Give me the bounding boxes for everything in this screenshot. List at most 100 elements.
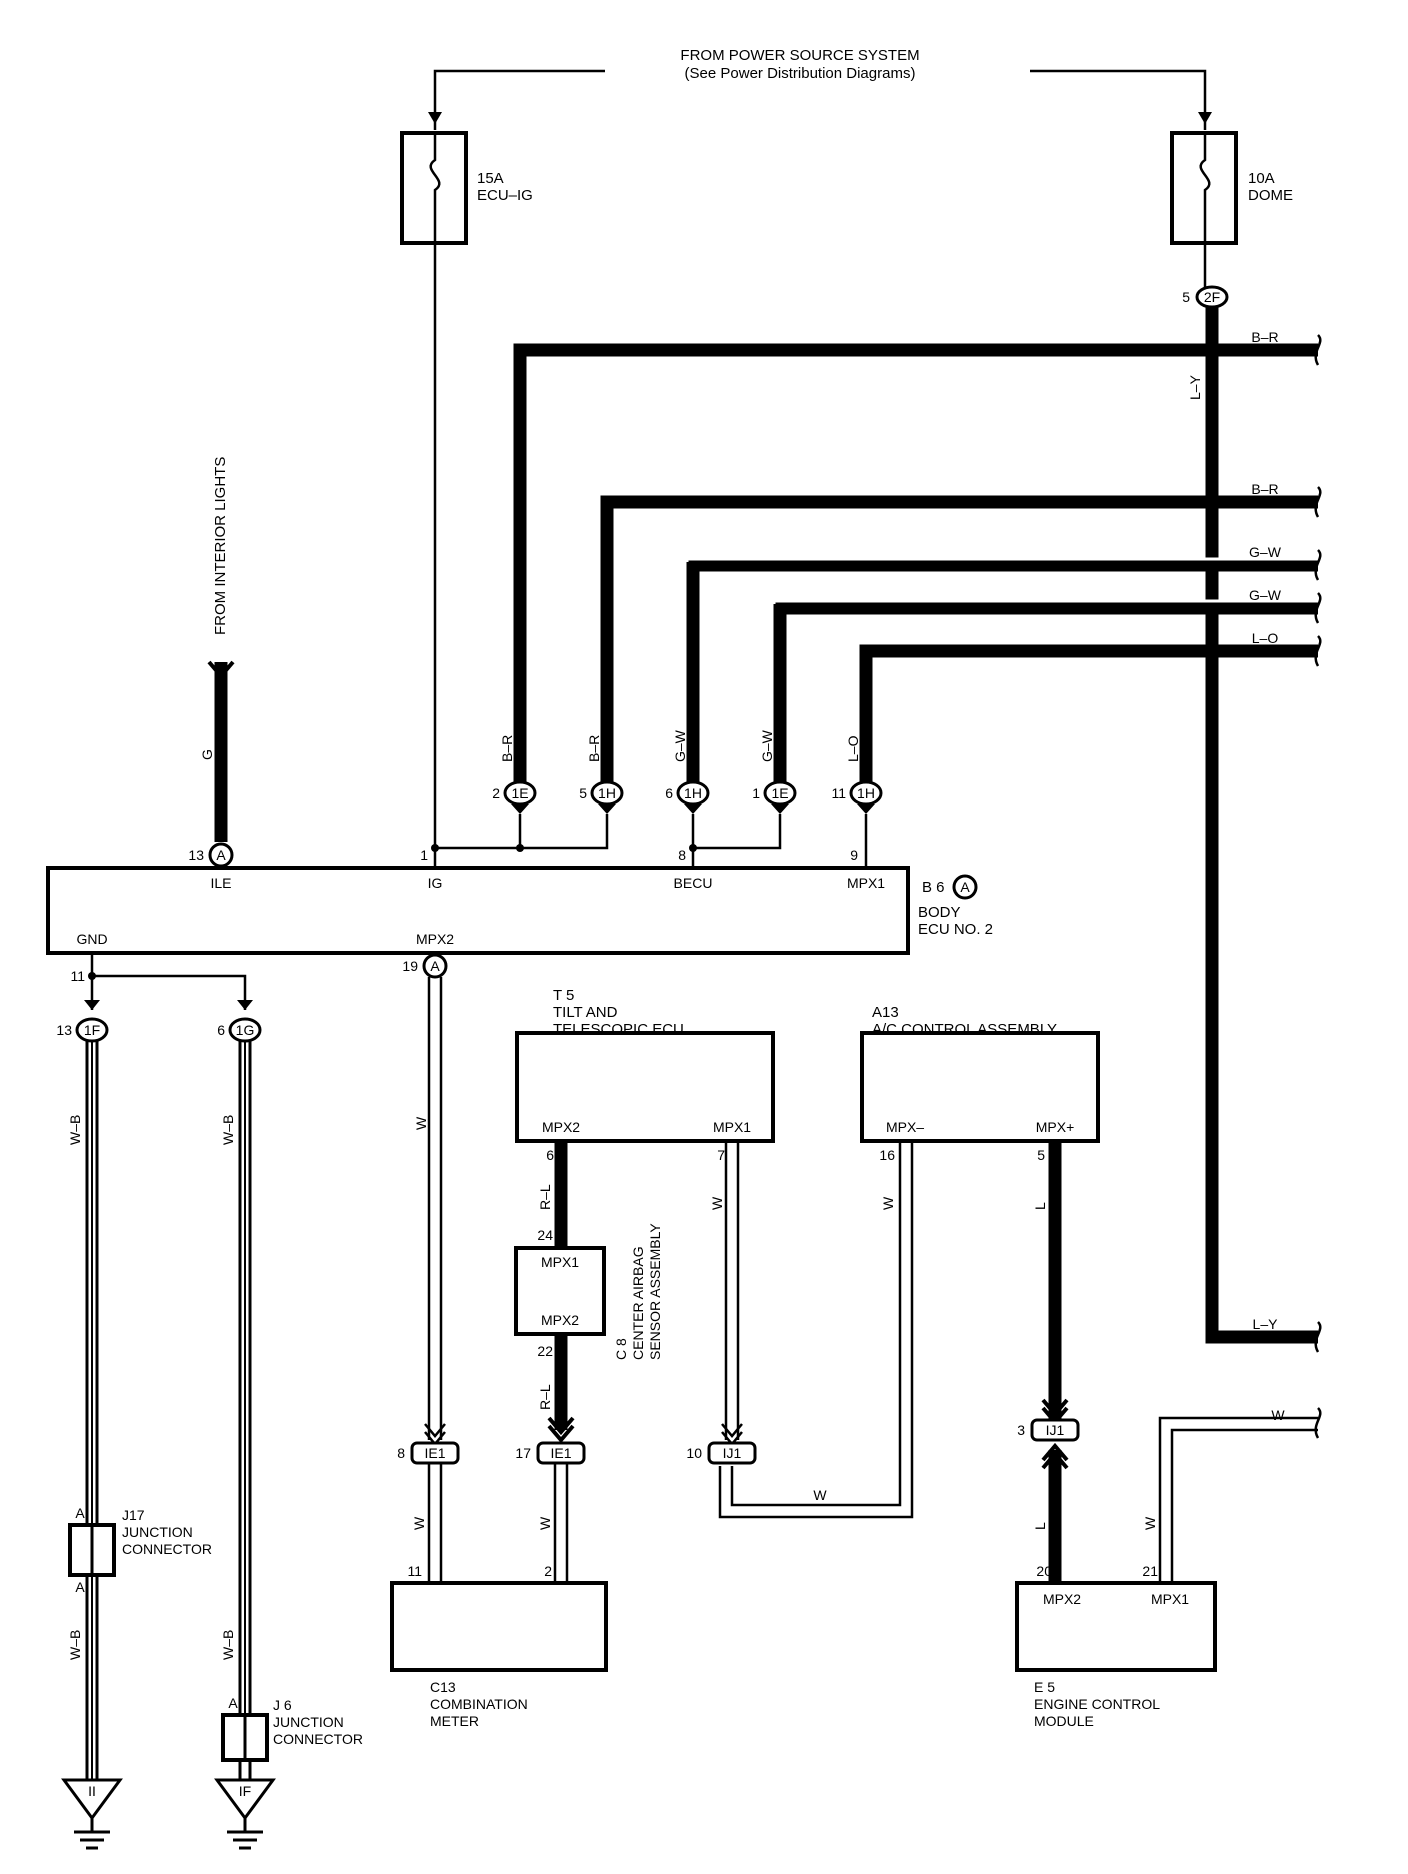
fuse-element-icon [429,133,441,243]
svg-text:13: 13 [56,1022,72,1038]
a13-mpx-minus: MPX– [886,1119,924,1135]
j17-code: J17 [122,1507,145,1523]
svg-text:1H: 1H [684,785,702,801]
wire-w-label: W [537,1516,553,1530]
wire-break-marks [1314,334,1322,1439]
t5-pin-mpx1: 7 [717,1147,725,1163]
splice-dot [689,844,697,852]
wire-g-label: G [199,749,215,760]
c13-name2: METER [430,1713,479,1729]
j6-pin: A [228,1695,238,1711]
e5-box [1015,1581,1217,1672]
terminal-mpx2: MPX2 [416,931,454,947]
a13-box [860,1031,1100,1143]
arrow-icon [207,660,235,680]
power-source-subtitle: (See Power Distribution Diagrams) [685,65,916,82]
t5-mpx1: MPX1 [713,1119,751,1135]
svg-text:6: 6 [665,785,673,801]
svg-text:2: 2 [492,785,500,801]
wire-r-l-label: R–L [537,1184,553,1210]
t5-code: T 5 [553,987,574,1004]
pin-mpx2: 19 [402,958,418,974]
e5-pin-a: 20 [1036,1563,1052,1579]
connector-1e-a: 1E 2 B–R [492,735,537,814]
connector-ie1-a: IE1 8 [397,1441,460,1465]
svg-text:B–R: B–R [586,735,602,762]
connector-ij1-a: IJ1 10 [686,1441,757,1465]
svg-text:G–W: G–W [672,729,688,762]
terminal-becu: BECU [674,875,713,891]
c13-pin-b: 2 [544,1563,552,1579]
svg-text:L–O: L–O [845,735,861,762]
a13-pin-plus: 5 [1037,1147,1045,1163]
pin-ile: 13 [188,847,204,863]
svg-text:IE1: IE1 [424,1445,445,1461]
svg-text:6: 6 [217,1022,225,1038]
e5-name2: MODULE [1034,1713,1094,1729]
j6-name2: CONNECTOR [273,1731,363,1747]
body-ecu-code: B 6 [922,879,945,896]
arrow-icon [424,1423,446,1446]
wire-w-label: W [411,1516,427,1530]
svg-text:10: 10 [686,1445,702,1461]
wire-g-w-2 [773,601,1318,793]
wire-g-w-2-stripe [772,599,1318,604]
e5-mpx2: MPX2 [1043,1591,1081,1607]
svg-text:3: 3 [1017,1422,1025,1438]
pin-mpx1: 9 [850,847,858,863]
power-source-title: FROM POWER SOURCE SYSTEM [680,47,919,64]
right-wire-label: L–O [1252,630,1279,646]
c8-pin1: 24 [537,1227,553,1243]
svg-text:II: II [88,1783,96,1799]
wire-w-label: W [1142,1516,1158,1530]
svg-text:1F: 1F [84,1022,100,1038]
connector-2f-id: 2F [1204,289,1220,305]
body-ecu-box [46,866,910,955]
ground-ii-icon: II [61,1778,123,1850]
c8-code: C 8 [613,1338,629,1360]
j17-name1: JUNCTION [122,1524,193,1540]
svg-text:11: 11 [831,785,846,801]
svg-text:G–W: G–W [759,729,775,762]
svg-text:IE1: IE1 [550,1445,571,1461]
ground-if-icon: IF [214,1778,276,1850]
pin-gnd: 11 [70,968,85,984]
right-wire-label: G–W [1249,587,1282,603]
wire-l-label: L [1032,1202,1048,1210]
splice-dot [431,844,439,852]
pin-circle-a-label: A [430,958,440,974]
svg-text:8: 8 [397,1445,405,1461]
t5-box [515,1031,775,1143]
connector-ie1-b: IE1 17 [515,1441,586,1465]
wire-ig-junction-2 [520,814,609,850]
wire-l-label: L [1032,1522,1048,1530]
connector-ij1-b: IJ1 3 [1017,1418,1080,1442]
arrow-icon [1198,112,1212,124]
wire-w-b-label: W–B [220,1115,236,1145]
connector-1f: 1F 13 [56,1017,109,1043]
right-wire-label: B–R [1251,329,1278,345]
svg-text:1: 1 [752,785,760,801]
wire-w-label: W [413,1116,429,1130]
wire-becu-2 [693,814,782,850]
terminal-gnd: GND [76,931,107,947]
pin-circle-a-label: A [216,847,226,863]
j6-name1: JUNCTION [273,1714,344,1730]
terminal-ig: IG [428,875,443,891]
wire-r-l-label: R–L [537,1384,553,1410]
svg-text:1H: 1H [598,785,616,801]
terminal-ile: ILE [210,875,231,891]
e5-pin-b: 21 [1142,1563,1158,1579]
e5-mpx1: MPX1 [1151,1591,1189,1607]
wire-w-b-label: W–B [67,1115,83,1145]
right-wire-label: G–W [1249,544,1282,560]
svg-text:1E: 1E [771,785,788,801]
j17-name2: CONNECTOR [122,1541,212,1557]
j17-pin-bottom: A [75,1579,85,1595]
svg-text:1H: 1H [857,785,875,801]
right-wire-label: W [1271,1407,1285,1423]
c13-name1: COMBINATION [430,1696,528,1712]
j6-code: J 6 [273,1697,292,1713]
connector-1h-b: 1H 6 G–W [665,729,710,814]
